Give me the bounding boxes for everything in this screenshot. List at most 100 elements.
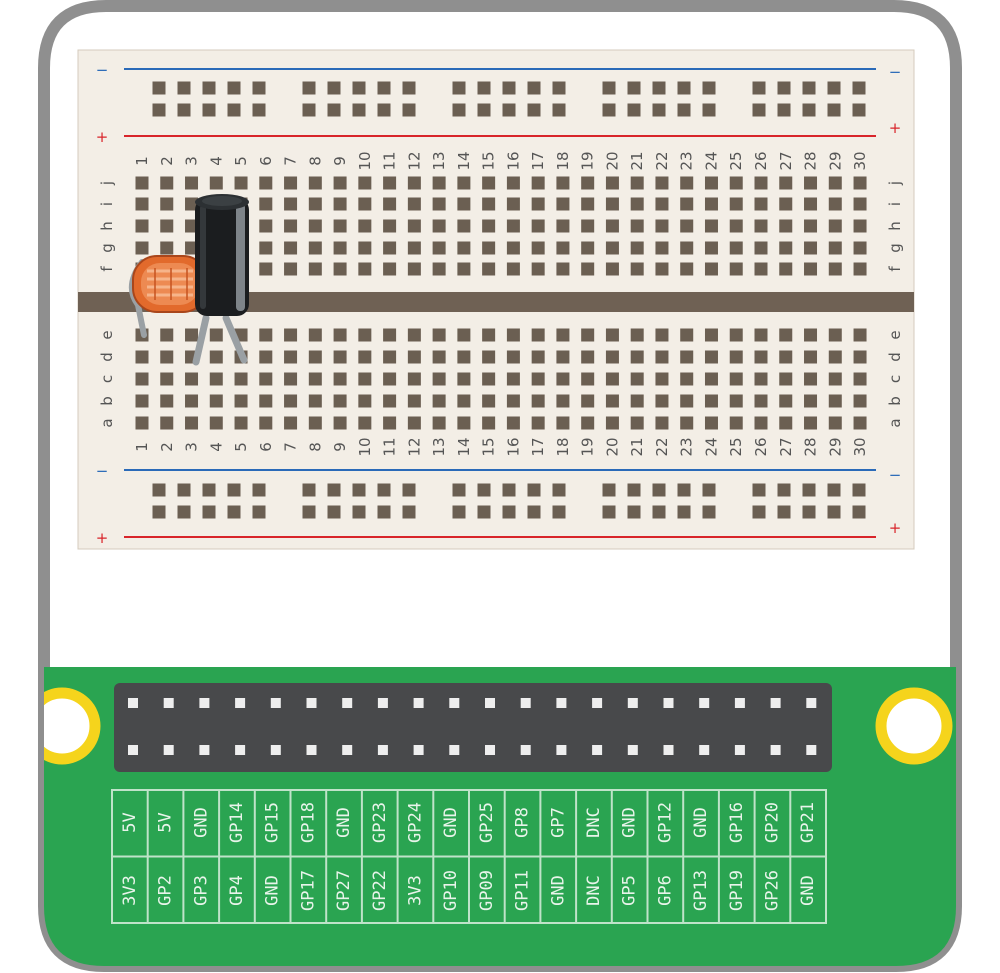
row-letter-left: g bbox=[98, 243, 116, 253]
breadboard-hole bbox=[556, 394, 570, 408]
breadboard-hole bbox=[556, 372, 570, 386]
header-pin bbox=[199, 698, 210, 708]
breadboard-hole bbox=[457, 328, 471, 342]
breadboard-hole bbox=[680, 197, 694, 211]
pin-label-top: GND bbox=[191, 807, 211, 838]
rail-hole bbox=[552, 505, 566, 519]
rail-hole bbox=[802, 505, 816, 519]
breadboard-hole bbox=[506, 416, 520, 430]
header-pin bbox=[663, 745, 674, 755]
breadboard-hole bbox=[630, 219, 644, 233]
breadboard-hole bbox=[135, 219, 149, 233]
breadboard-hole bbox=[779, 262, 793, 276]
pin-label-top: GP23 bbox=[370, 802, 390, 843]
breadboard-hole bbox=[704, 262, 718, 276]
pin-label-bottom: GP22 bbox=[370, 870, 390, 911]
mounting-hole-right bbox=[875, 687, 953, 765]
breadboard-hole bbox=[160, 328, 174, 342]
breadboard-hole bbox=[308, 350, 322, 364]
pin-label-bottom: GP13 bbox=[691, 870, 711, 911]
breadboard-hole bbox=[655, 176, 669, 190]
breadboard-hole bbox=[407, 197, 421, 211]
breadboard-hole bbox=[729, 241, 743, 255]
breadboard-hole bbox=[383, 350, 397, 364]
column-number-bottom: 21 bbox=[628, 437, 646, 456]
breadboard-hole bbox=[432, 372, 446, 386]
pin-label-bottom: GP11 bbox=[513, 870, 533, 911]
breadboard-hole bbox=[407, 241, 421, 255]
header-pin bbox=[699, 698, 710, 708]
breadboard-hole bbox=[482, 328, 496, 342]
breadboard-hole bbox=[209, 394, 223, 408]
column-number-top: 28 bbox=[802, 151, 820, 170]
breadboard-hole bbox=[383, 219, 397, 233]
breadboard-hole bbox=[779, 241, 793, 255]
breadboard-hole bbox=[482, 219, 496, 233]
breadboard-hole bbox=[704, 394, 718, 408]
header-pin bbox=[128, 745, 138, 755]
breadboard-hole bbox=[259, 416, 273, 430]
breadboard-hole bbox=[754, 262, 768, 276]
breadboard-hole bbox=[853, 350, 867, 364]
breadboard-hole bbox=[779, 328, 793, 342]
rail-hole bbox=[652, 81, 666, 95]
breadboard-hole bbox=[779, 416, 793, 430]
rail-hole bbox=[852, 103, 866, 117]
rail-hole bbox=[527, 103, 541, 117]
breadboard-hole bbox=[680, 394, 694, 408]
breadboard-hole bbox=[135, 241, 149, 255]
breadboard-hole bbox=[135, 394, 149, 408]
breadboard-hole bbox=[432, 394, 446, 408]
rail-hole bbox=[527, 483, 541, 497]
breadboard-hole bbox=[680, 219, 694, 233]
rail-hole bbox=[252, 103, 266, 117]
row-letter-right: c bbox=[886, 375, 904, 383]
breadboard-center-divider bbox=[78, 292, 914, 312]
breadboard-hole bbox=[581, 350, 595, 364]
breadboard-hole bbox=[605, 372, 619, 386]
rail-hole bbox=[452, 505, 466, 519]
breadboard-hole bbox=[432, 350, 446, 364]
rail-hole bbox=[702, 103, 716, 117]
pin-label-bottom: DNC bbox=[584, 875, 604, 906]
breadboard-hole bbox=[853, 219, 867, 233]
breadboard-hole bbox=[358, 241, 372, 255]
rail-hole bbox=[802, 81, 816, 95]
column-number-top: 18 bbox=[554, 151, 572, 170]
rail-hole bbox=[477, 81, 491, 95]
breadboard-hole bbox=[284, 394, 298, 408]
breadboard-hole bbox=[828, 350, 842, 364]
breadboard-hole bbox=[259, 350, 273, 364]
rail-hole bbox=[627, 81, 641, 95]
column-number-top: 15 bbox=[480, 151, 498, 170]
breadboard-hole bbox=[185, 328, 199, 342]
breadboard-hole bbox=[333, 197, 347, 211]
breadboard-hole bbox=[407, 394, 421, 408]
rail-hole bbox=[452, 81, 466, 95]
breadboard-hole bbox=[432, 197, 446, 211]
breadboard-hole bbox=[160, 176, 174, 190]
breadboard-hole bbox=[828, 394, 842, 408]
pin-label-top: GND bbox=[620, 807, 640, 838]
breadboard-hole bbox=[407, 262, 421, 276]
breadboard-hole bbox=[185, 197, 199, 211]
breadboard-hole bbox=[804, 394, 818, 408]
breadboard-hole bbox=[209, 176, 223, 190]
rail-hole bbox=[327, 81, 341, 95]
column-number-top: 26 bbox=[752, 151, 770, 170]
rail-hole bbox=[302, 505, 316, 519]
rail-hole bbox=[652, 103, 666, 117]
breadboard-hole bbox=[506, 219, 520, 233]
header-pin bbox=[663, 698, 674, 708]
rail-hole bbox=[502, 103, 516, 117]
breadboard-hole bbox=[185, 176, 199, 190]
column-number-bottom: 10 bbox=[356, 437, 374, 456]
breadboard-hole bbox=[135, 416, 149, 430]
rail-hole bbox=[227, 505, 241, 519]
breadboard-hole bbox=[779, 372, 793, 386]
breadboard-hole bbox=[358, 262, 372, 276]
column-number-top: 8 bbox=[306, 156, 324, 166]
column-number-bottom: 6 bbox=[257, 442, 275, 452]
rail-hole bbox=[377, 103, 391, 117]
